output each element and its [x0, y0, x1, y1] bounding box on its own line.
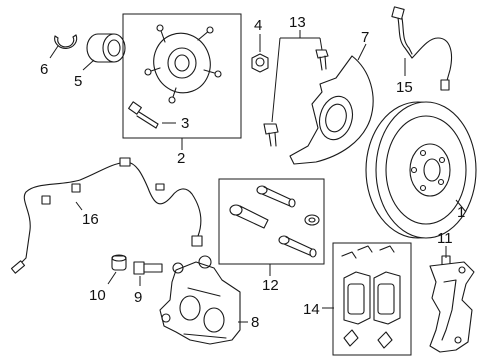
group-box-brake-pads [332, 242, 412, 356]
part-16-sensor-wire [10, 157, 203, 274]
part-11-caliper-bracket [429, 255, 475, 353]
part-14-brake-pads [341, 245, 401, 349]
part-2-wheel-hub [144, 24, 222, 104]
part-4-nut [251, 53, 269, 73]
callout-6: 6 [40, 61, 48, 78]
part-10-pin-boot [111, 254, 127, 271]
part-13-bolts [263, 30, 329, 147]
part-8-brake-caliper [159, 255, 241, 345]
leader-10 [107, 271, 117, 285]
callout-1: 1 [457, 204, 465, 221]
callout-10: 10 [89, 287, 106, 304]
callout-15: 15 [396, 79, 413, 96]
part-7-splash-shield [289, 55, 374, 165]
callout-13: 13 [289, 14, 306, 31]
callout-16: 16 [82, 211, 99, 228]
leader-7 [357, 43, 367, 61]
part-1-brake-rotor [365, 101, 477, 239]
group-box-caliper-hardware [218, 178, 325, 265]
part-12-guide-pins [229, 185, 320, 258]
part-5-bearing [86, 33, 126, 63]
part-9-guide-pin [133, 261, 163, 275]
callout-14: 14 [303, 301, 320, 318]
part-3-bolt [128, 101, 159, 129]
leader-5 [82, 59, 95, 71]
callout-8: 8 [251, 314, 259, 331]
callout-4: 4 [254, 17, 262, 34]
leader-16 [75, 201, 83, 211]
callout-12: 12 [262, 277, 279, 294]
leader-1 [455, 199, 467, 213]
part-15-brake-hose [391, 6, 453, 91]
leader-6 [49, 45, 59, 59]
callout-2: 2 [177, 150, 185, 167]
callout-9: 9 [134, 289, 142, 306]
callout-7: 7 [361, 29, 369, 46]
callout-11: 11 [437, 230, 453, 247]
part-6-snap-ring [54, 34, 78, 49]
callout-5: 5 [74, 73, 82, 90]
callout-3: 3 [181, 115, 189, 132]
